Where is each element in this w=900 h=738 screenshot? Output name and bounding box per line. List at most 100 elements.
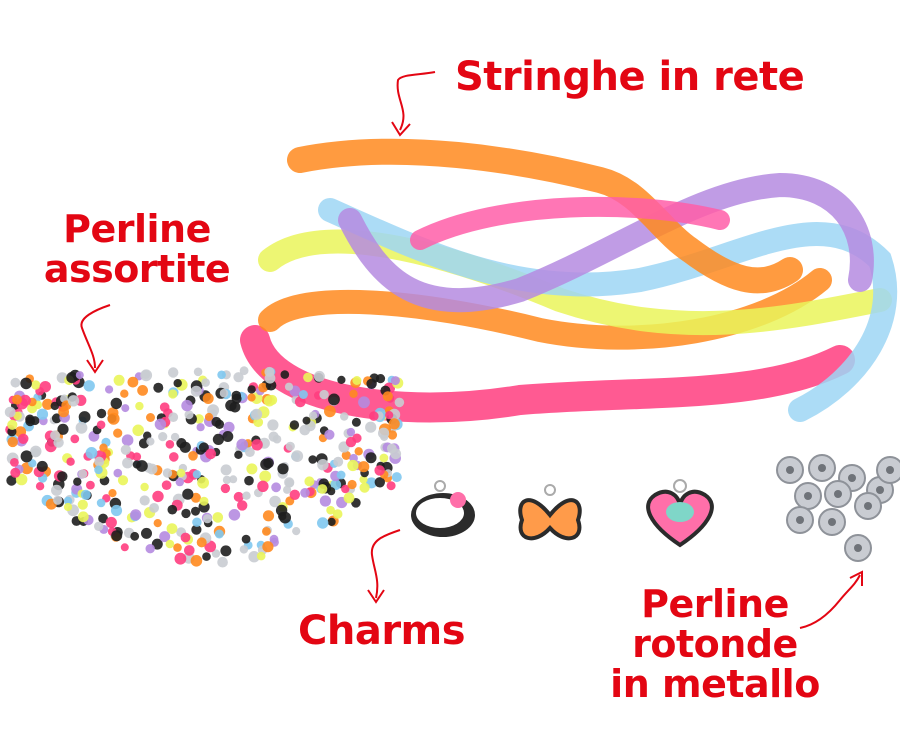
seed-bead <box>359 475 368 484</box>
seed-bead <box>19 394 31 407</box>
seed-bead <box>308 411 318 420</box>
arrow-metallo <box>799 570 863 629</box>
seed-bead <box>374 477 385 488</box>
arrow-charms <box>367 529 401 604</box>
seed-bead <box>212 512 224 523</box>
seed-bead <box>345 436 357 448</box>
seed-bead <box>191 524 202 535</box>
seed-bead <box>247 393 256 402</box>
seed-bead <box>366 378 377 389</box>
metal-beads-label-line2: rotonde <box>632 621 798 666</box>
seed-bead <box>247 385 256 394</box>
seed-bead <box>277 463 289 475</box>
metal-bead-hole <box>848 474 856 482</box>
seed-bead <box>10 458 19 467</box>
seed-bead <box>130 509 142 521</box>
seed-bead <box>139 495 150 506</box>
seed-bead <box>25 414 35 424</box>
seed-bead <box>202 552 211 561</box>
seed-bead <box>291 450 304 462</box>
seed-bead <box>75 421 88 434</box>
seed-bead <box>198 442 209 453</box>
seed-bead <box>257 480 269 492</box>
seed-bead <box>271 482 281 493</box>
seed-bead <box>99 443 108 452</box>
seed-bead <box>132 452 142 462</box>
cord-orange-top <box>287 138 803 294</box>
seed-bead <box>113 374 125 386</box>
seed-bead <box>96 498 106 508</box>
seed-bead <box>63 496 73 505</box>
seed-bead <box>220 483 231 494</box>
seed-bead <box>57 423 69 435</box>
seed-bead <box>336 470 346 480</box>
seed-bead <box>220 464 232 476</box>
seed-bead <box>132 424 144 437</box>
seed-bead <box>251 439 263 451</box>
seed-bead <box>251 408 263 420</box>
seed-bead <box>193 367 203 377</box>
cord-pink-top <box>410 196 730 250</box>
seed-bead <box>340 412 349 421</box>
seed-bead <box>217 370 226 380</box>
seed-bead <box>75 371 84 380</box>
seed-bead <box>127 376 139 388</box>
metal-bead-hole <box>818 464 826 472</box>
seed-bead <box>96 408 107 419</box>
seed-bead <box>365 452 377 464</box>
seed-bead <box>283 485 292 494</box>
seed-bead <box>391 472 402 483</box>
seed-bead <box>168 412 179 423</box>
seed-bead <box>96 420 106 430</box>
seed-bead <box>324 429 335 440</box>
seed-bead <box>105 516 117 529</box>
seed-bead <box>86 480 95 490</box>
seed-bead <box>317 517 329 529</box>
seed-bead <box>159 531 171 543</box>
seed-bead <box>231 390 242 401</box>
cord-yellow <box>258 229 892 336</box>
assorted-beads-label: Perline assortite <box>22 207 252 290</box>
seed-bead <box>284 382 294 391</box>
seed-bead <box>7 436 18 448</box>
seed-bead <box>50 401 59 411</box>
seed-bead <box>259 470 272 483</box>
seed-bead <box>175 477 184 487</box>
seed-bead <box>57 471 68 482</box>
seed-bead <box>211 416 222 427</box>
seed-bead <box>39 381 51 393</box>
seed-bead <box>190 492 201 503</box>
seed-bead <box>303 372 313 383</box>
charms-label: Charms <box>298 608 466 654</box>
seed-bead <box>162 468 173 478</box>
seed-bead <box>169 452 179 462</box>
seed-bead <box>263 395 275 407</box>
cord-purple <box>338 172 874 313</box>
seed-bead <box>77 511 89 523</box>
unicorn-charm <box>411 480 475 537</box>
seed-bead <box>245 447 255 457</box>
seed-bead <box>248 551 260 563</box>
seed-bead <box>66 372 78 384</box>
assorted-beads-label-line1: Perline <box>63 207 211 251</box>
seed-bead <box>327 487 336 496</box>
seed-bead <box>358 461 370 473</box>
seed-bead <box>358 396 370 409</box>
seed-bead <box>191 506 200 516</box>
seed-bead <box>110 504 123 517</box>
seed-bead <box>153 382 164 393</box>
seed-bead <box>379 453 389 463</box>
seed-bead <box>146 413 155 422</box>
seed-bead <box>6 475 17 486</box>
seed-bead <box>190 385 202 397</box>
seed-bead <box>275 504 288 517</box>
seed-bead <box>121 434 134 447</box>
cord-blue <box>318 198 898 422</box>
seed-bead <box>346 427 356 437</box>
seed-bead <box>20 377 32 390</box>
seed-bead <box>122 457 133 469</box>
seed-bead <box>223 421 235 433</box>
seed-bead <box>289 420 300 430</box>
seed-bead <box>196 537 207 548</box>
seed-bead <box>167 504 178 515</box>
